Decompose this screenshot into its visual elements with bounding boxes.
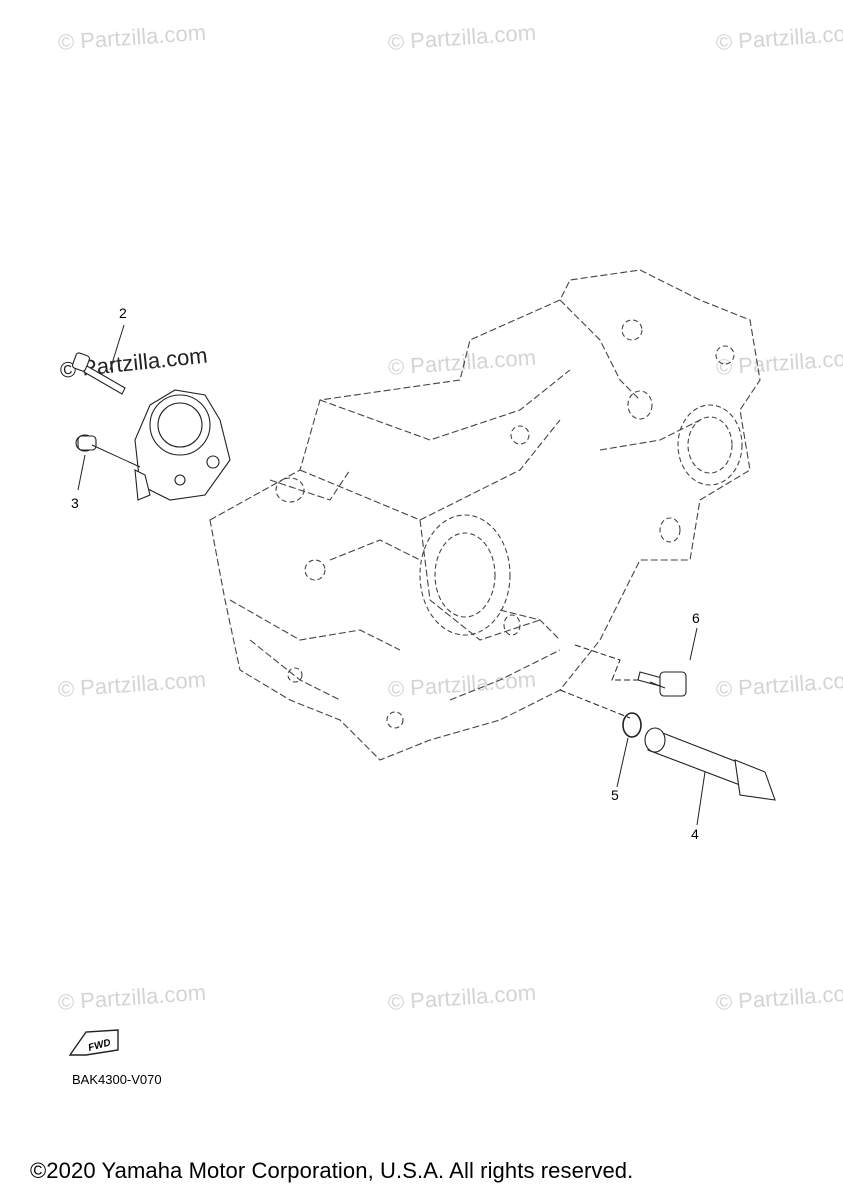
o-ring bbox=[622, 712, 642, 738]
fwd-arrow-icon bbox=[68, 1029, 119, 1056]
oil-pump bbox=[134, 389, 231, 501]
pump-bolt bbox=[71, 352, 126, 395]
callout-4: 4 bbox=[691, 826, 699, 842]
callout-3: 3 bbox=[71, 495, 79, 511]
dowel-pin bbox=[75, 434, 97, 452]
copyright-notice: ©2020 Yamaha Motor Corporation, U.S.A. A… bbox=[30, 1158, 634, 1183]
callout-5: 5 bbox=[611, 787, 619, 803]
oil-strainer bbox=[644, 727, 776, 801]
crankcase-bores bbox=[275, 319, 743, 729]
diagram-code: BAK4300-V070 bbox=[72, 1072, 162, 1087]
callout-6: 6 bbox=[692, 610, 700, 626]
plug-bolt bbox=[637, 671, 687, 697]
callout-2: 2 bbox=[119, 305, 127, 321]
leader-lines bbox=[77, 324, 706, 826]
crankcase-outline bbox=[209, 269, 761, 761]
